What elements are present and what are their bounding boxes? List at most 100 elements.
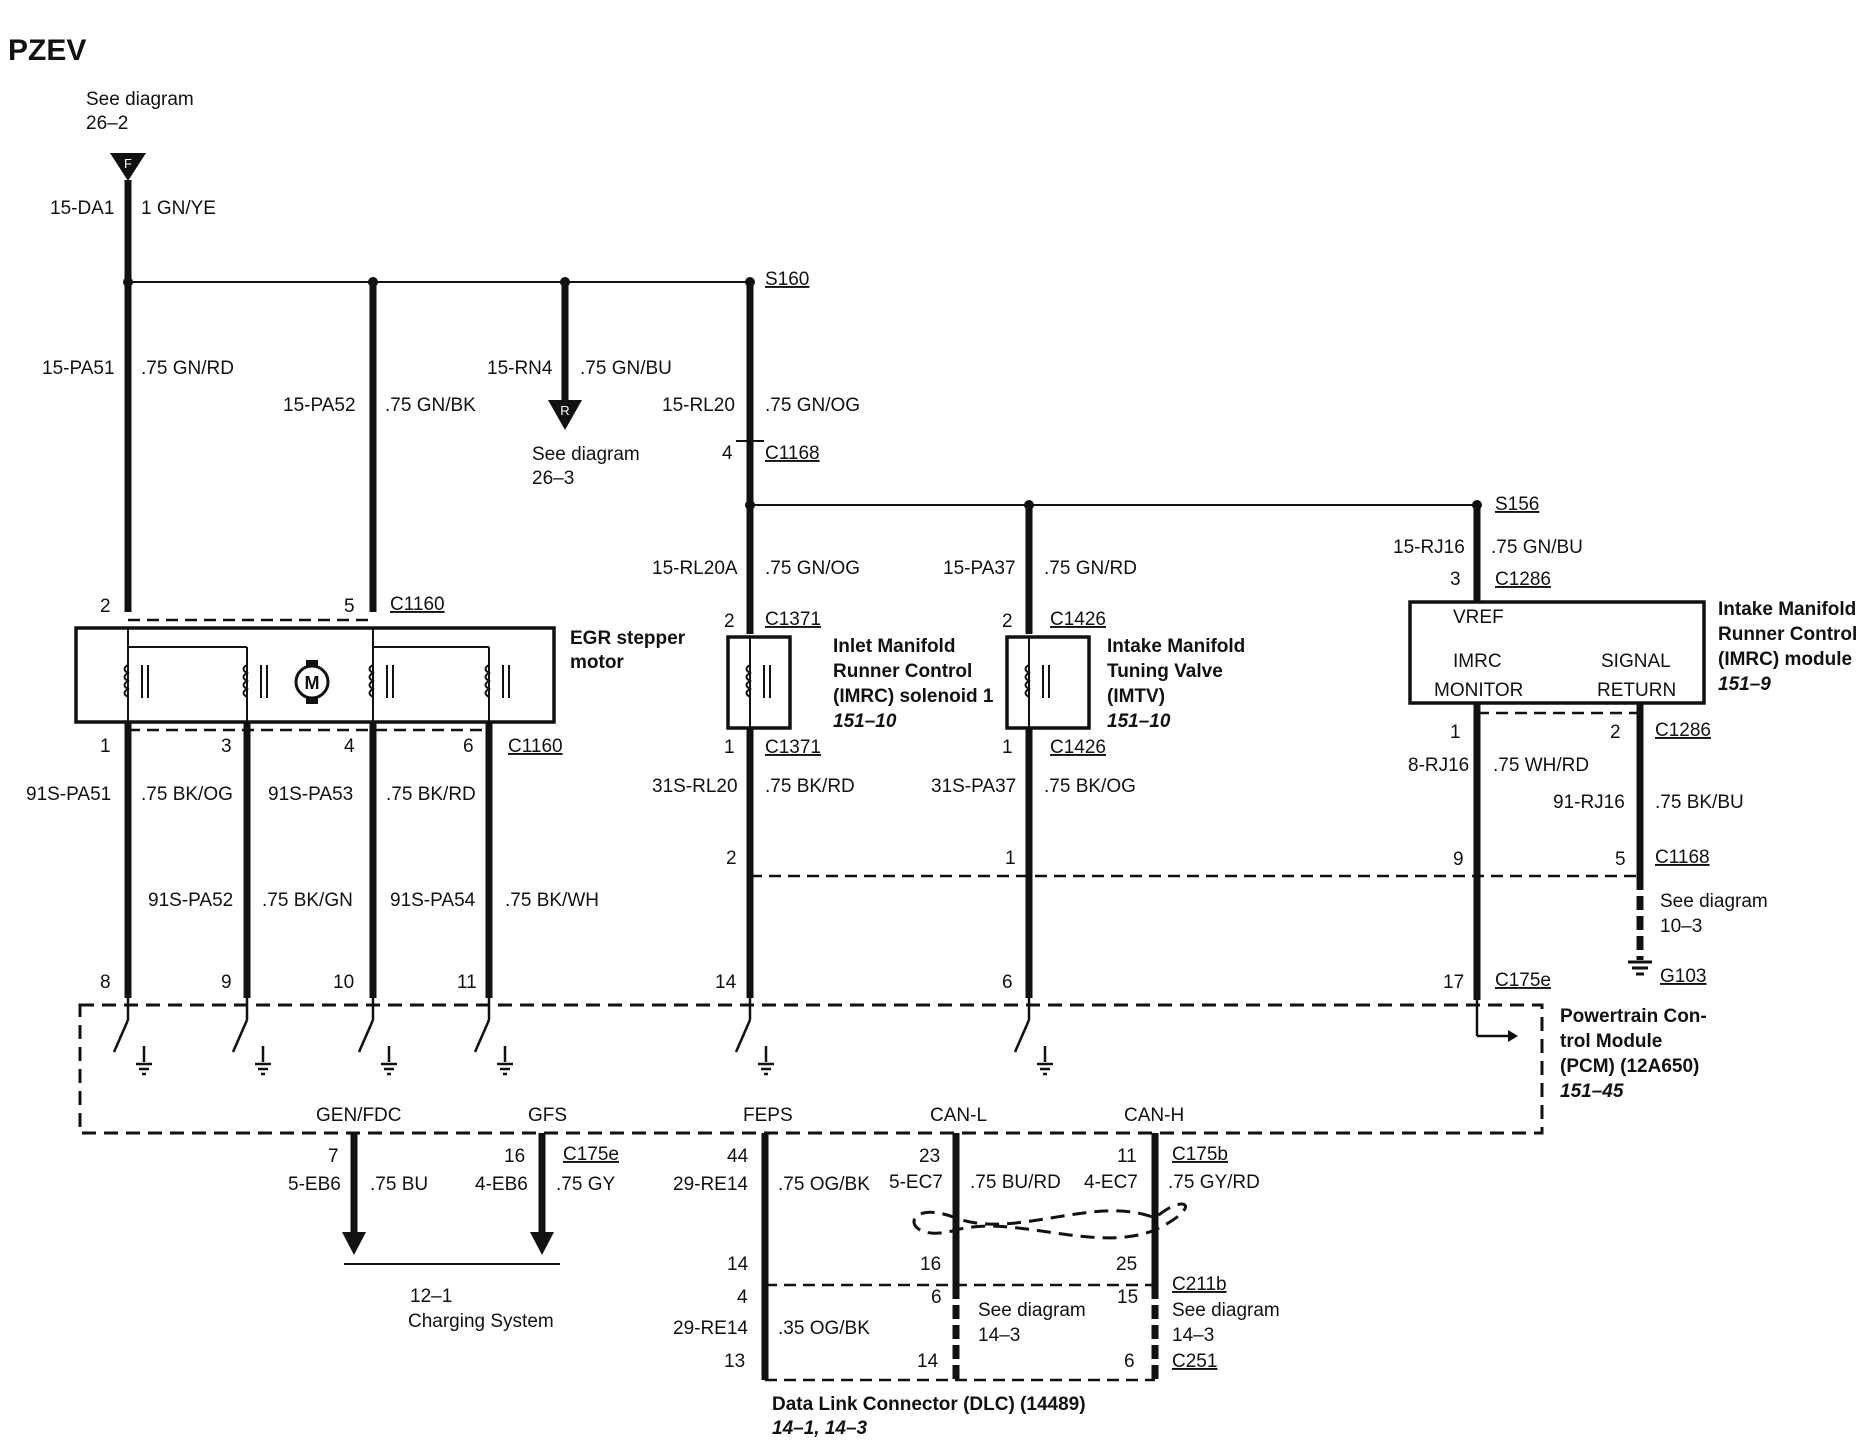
pin-imtv-1: 1	[1002, 737, 1013, 758]
imrc-ref: 151–9	[1718, 674, 1771, 695]
pin-c1168-5: 5	[1615, 849, 1626, 870]
wire-label-da1: 15-DA1	[50, 198, 114, 219]
wire-label-4-eb6: 4-EB6	[475, 1174, 528, 1195]
ref-letter-r: R	[560, 403, 569, 418]
dlc-right-see-diagram: See diagram	[1172, 1300, 1280, 1321]
wire-color-s-rl20: .75 BK/RD	[765, 776, 855, 797]
wire-color-rn4: .75 GN/BU	[580, 358, 672, 379]
pin-c211-6: 6	[931, 1287, 942, 1308]
pin-imrc-1: 1	[1450, 722, 1461, 743]
connector-c1426-top: C1426	[1050, 609, 1106, 630]
connector-c1371-top: C1371	[765, 609, 821, 630]
wire-label-29-re14-lower: 29-RE14	[673, 1318, 748, 1339]
wire-label-4-ec7: 4-EC7	[1084, 1172, 1138, 1193]
pin-feps-44: 44	[727, 1146, 749, 1167]
wire-color-5-eb6: .75 BU	[370, 1174, 428, 1195]
ground-g103: G103	[1660, 966, 1706, 987]
imtv-label-line2: Tuning Valve	[1107, 661, 1223, 682]
wire-label-29-re14: 29-RE14	[673, 1174, 748, 1195]
imrc-signal: SIGNAL	[1601, 651, 1671, 672]
g103-ref-number: 10–3	[1660, 916, 1702, 937]
pin-gen-7: 7	[328, 1146, 339, 1167]
pcm-label-line3: (PCM) (12A650)	[1560, 1056, 1699, 1077]
wire-label-rl20: 15-RL20	[662, 395, 735, 416]
wire-color-rl20a: .75 GN/OG	[765, 558, 860, 579]
wire-color-8-rj16: .75 WH/RD	[1493, 755, 1589, 776]
pin-c1168-9: 9	[1453, 849, 1464, 870]
pin-egr-6: 6	[463, 736, 474, 757]
page-title: PZEV	[8, 34, 86, 67]
sol-label-line2: Runner Control	[833, 661, 972, 682]
wire-color-s-pa54: .75 BK/WH	[505, 890, 599, 911]
wire-label-5-ec7: 5-EC7	[889, 1172, 943, 1193]
wire-color-5-ec7: .75 BU/RD	[970, 1172, 1061, 1193]
imrc-solenoid-box	[726, 635, 792, 730]
wire-label-pa51: 15-PA51	[42, 358, 115, 379]
pin-gfs-16: 16	[504, 1146, 525, 1167]
pin-c1168-1: 1	[1005, 848, 1016, 869]
pin-can-l-23: 23	[919, 1146, 940, 1167]
imrc-label-line3: (IMRC) module	[1718, 649, 1852, 670]
pin-c211-16: 16	[920, 1254, 941, 1275]
pin-egr-1: 1	[100, 736, 111, 757]
connector-c1168-top: C1168	[765, 443, 820, 464]
charging-ref: 12–1	[410, 1286, 452, 1307]
wire-label-s-pa54: 91S-PA54	[390, 890, 476, 911]
pcm-box	[78, 1003, 1544, 1135]
egr-label-line1: EGR stepper	[570, 628, 686, 649]
wire-color-pa37: .75 GN/RD	[1044, 558, 1137, 579]
pcm-pin-can-h: CAN-H	[1124, 1105, 1184, 1126]
wire-color-s-pa53: .75 BK/RD	[386, 784, 476, 805]
egr-label-line2: motor	[570, 652, 624, 673]
pcm-input-arrow-icon	[1508, 1030, 1518, 1042]
pcm-pin-can-l: CAN-L	[930, 1105, 987, 1126]
ground-icon	[1628, 960, 1652, 976]
wire-color-pa51: .75 GN/RD	[141, 358, 234, 379]
pin-pcm-9: 9	[221, 972, 232, 993]
pin-egr-3: 3	[221, 736, 232, 757]
wire-color-pa52: .75 GN/BK	[385, 395, 476, 416]
connector-c1160-top: C1160	[390, 594, 445, 615]
pcm-label-line2: trol Module	[1560, 1031, 1662, 1052]
pin-pcm-14: 14	[715, 972, 737, 993]
pin-c211-4: 4	[737, 1287, 748, 1308]
ref-arrow-f-icon	[110, 153, 146, 181]
pin-c1168-2: 2	[726, 848, 737, 869]
pin-c251-13: 13	[724, 1351, 745, 1372]
connector-c175e-bottom: C175e	[563, 1144, 619, 1165]
dlc-ref: 14–1, 14–3	[772, 1418, 868, 1439]
pin-pcm-11: 11	[457, 972, 477, 993]
wire-label-s-pa37: 31S-PA37	[931, 776, 1016, 797]
wire-color-s-pa52: .75 BK/GN	[262, 890, 353, 911]
pin-sol-1: 1	[724, 737, 735, 758]
imrc-return: RETURN	[1597, 680, 1676, 701]
pin-pcm-17: 17	[1443, 972, 1464, 993]
wire-color-4-ec7: .75 GY/RD	[1168, 1172, 1260, 1193]
imrc-monitor: MONITOR	[1434, 680, 1523, 701]
dlc-left-ref-number: 14–3	[978, 1325, 1020, 1346]
coil-icon	[745, 664, 771, 698]
connector-c1160-bottom: C1160	[508, 736, 563, 757]
imtv-label-line1: Intake Manifold	[1107, 636, 1245, 657]
wire-label-s-pa52: 91S-PA52	[148, 890, 233, 911]
connector-c175b: C175b	[1172, 1144, 1228, 1165]
wire-color-da1: 1 GN/YE	[141, 198, 216, 219]
pcm-ref: 151–45	[1560, 1081, 1624, 1102]
egr-internal-wiring	[127, 628, 490, 722]
imrc-module-box	[1408, 600, 1706, 705]
wire-color-91-rj16: .75 BK/BU	[1655, 792, 1744, 813]
charging-system-label: Charging System	[408, 1311, 554, 1332]
wire-label-s-pa51: 91S-PA51	[26, 784, 111, 805]
motor-symbol: M	[305, 673, 320, 693]
pin-pcm-8: 8	[100, 972, 111, 993]
coil-icon	[1024, 664, 1050, 698]
dlc-left-see-diagram: See diagram	[978, 1300, 1086, 1321]
wire-color-s-pa51: .75 BK/OG	[141, 784, 233, 805]
wire-label-91-rj16: 91-RJ16	[1553, 792, 1625, 813]
pcm-switch-icons	[112, 998, 1508, 1076]
connector-c175e-top: C175e	[1495, 970, 1551, 991]
top-see-diagram: See diagram	[86, 89, 194, 110]
wire-color-29-re14: .75 OG/BK	[778, 1174, 870, 1195]
arrow-down-icon	[342, 1232, 366, 1255]
wire-color-29-re14-lower: .35 OG/BK	[778, 1318, 870, 1339]
